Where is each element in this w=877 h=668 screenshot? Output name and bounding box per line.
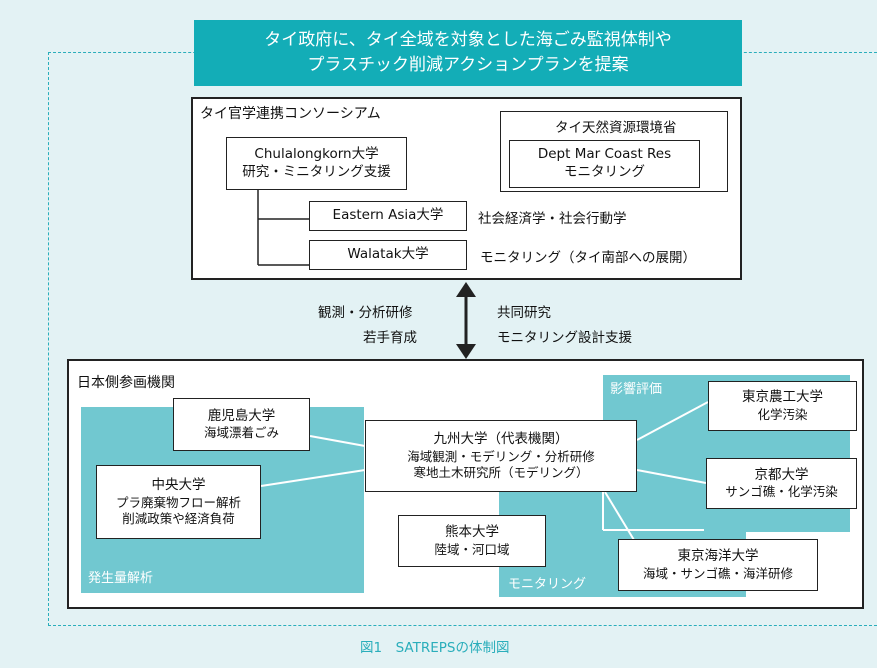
link-chuo: [260, 469, 366, 487]
exchange-left-line-2: 若手育成: [363, 330, 417, 346]
chuo-name: 中央大学: [151, 476, 206, 493]
kaiyo-name: 東京海洋大学: [677, 548, 759, 565]
exchange-right-line-1: 共同研究: [497, 305, 551, 321]
walatak-name: Walatak大学: [347, 246, 429, 263]
walatak-role: モニタリング（タイ南部への展開）: [480, 250, 696, 266]
tuat-role: 化学汚染: [757, 406, 808, 422]
kagoshima-box: 鹿児島大学 海域漂着ごみ: [173, 398, 310, 451]
kumamoto-name: 熊本大学: [445, 524, 499, 541]
chuo-box: 中央大学 プラ廃棄物フロー解析 削減政策や経済負荷: [96, 465, 261, 539]
exchange-right-line-2: モニタリング設計支援: [497, 330, 632, 346]
banner-line-2: プラスチック削減アクションプランを提案: [307, 55, 629, 75]
kyushu-role-1: 海域観測・モデリング・分析研修: [407, 448, 595, 464]
kaiyo-box: 東京海洋大学 海域・サンゴ礁・海洋研修: [618, 539, 818, 591]
zone-impact-label: 影響評価: [610, 382, 663, 397]
eastern-asia-box: Eastern Asia大学: [309, 201, 467, 231]
tuat-box: 東京農工大学 化学汚染: [708, 381, 857, 431]
kyoto-role: サンゴ礁・化学汚染: [725, 484, 838, 500]
chuo-role-2: 削減政策や経済負荷: [122, 510, 235, 526]
dept-name: Dept Mar Coast Res: [537, 146, 672, 163]
thai-consortium-title: タイ官学連携コンソーシアム: [200, 106, 381, 122]
figure-caption: 図1 SATREPSの体制図: [360, 640, 510, 656]
walatak-box: Walatak大学: [309, 240, 467, 270]
eastern-asia-role: 社会経済学・社会行動学: [478, 211, 627, 227]
banner-line-1: タイ政府に、タイ全域を対象とした海ごみ監視体制や: [264, 30, 672, 51]
eastern-asia-name: Eastern Asia大学: [332, 207, 444, 224]
zone-monitoring-label: モニタリング: [508, 577, 587, 592]
chulalongkorn-box: Chulalongkorn大学 研究・ミニタリング支援: [226, 137, 407, 190]
kyoto-name: 京都大学: [754, 466, 809, 483]
dept-role: モニタリング: [564, 164, 645, 180]
kagoshima-role: 海域漂着ごみ: [203, 425, 279, 441]
exchange-left-line-1: 観測・分析研修: [318, 305, 413, 321]
kumamoto-role: 陸域・河口域: [434, 541, 510, 557]
kyushu-role-2: 寒地土木研究所（モデリング）: [413, 464, 589, 480]
kyoto-box: 京都大学 サンゴ礁・化学汚染: [706, 458, 857, 509]
kumamoto-box: 熊本大学 陸域・河口域: [398, 515, 546, 567]
chuo-role-1: プラ廃棄物フロー解析: [115, 494, 241, 510]
chulalongkorn-name: Chulalongkorn大学: [254, 145, 379, 162]
tuat-name: 東京農工大学: [742, 389, 823, 406]
kyushu-name: 九州大学（代表機関）: [433, 430, 569, 447]
ministry-name: タイ天然資源環境省: [555, 120, 677, 136]
chulalongkorn-role: 研究・ミニタリング支援: [242, 163, 391, 180]
link-kyoto: [636, 469, 707, 484]
kaiyo-role: 海域・サンゴ礁・海洋研修: [642, 565, 793, 581]
link-kaiyo: [604, 491, 635, 541]
link-tuat: [636, 401, 709, 441]
proposal-banner: タイ政府に、タイ全域を対象とした海ごみ監視体制や プラスチック削減アクションプラ…: [194, 20, 742, 86]
zone-generation-label: 発生量解析: [88, 571, 154, 586]
exchange-arrow: [456, 282, 476, 359]
kagoshima-name: 鹿児島大学: [207, 407, 276, 424]
japan-panel-title: 日本側参画機関: [77, 375, 175, 391]
link-kagoshima: [309, 435, 366, 447]
dept-marine-coastal-box: Dept Mar Coast Res モニタリング: [509, 140, 700, 188]
kyushu-box: 九州大学（代表機関） 海域観測・モデリング・分析研修 寒地土木研究所（モデリング…: [365, 420, 637, 492]
